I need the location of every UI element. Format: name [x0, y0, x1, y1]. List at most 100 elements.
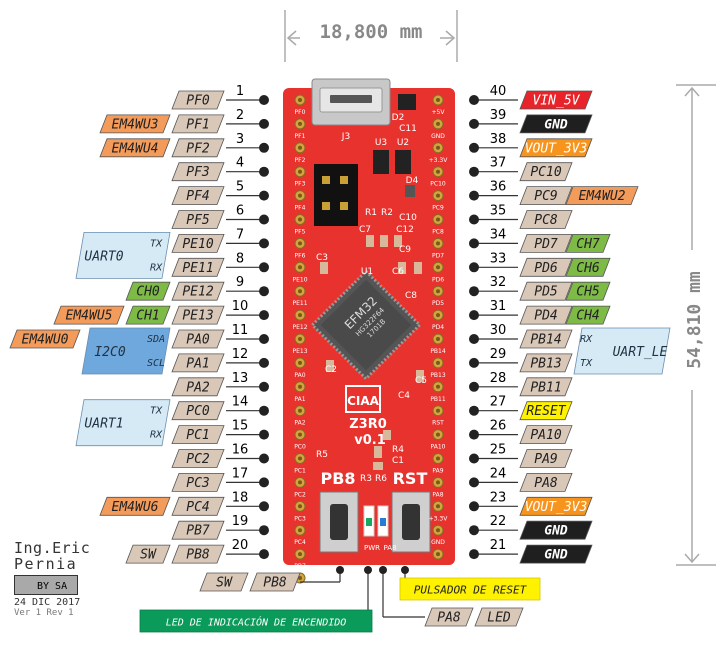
- pin-dot: [469, 405, 479, 416]
- pin-number: 1: [236, 84, 244, 99]
- silk-right-label: RST: [432, 420, 444, 427]
- pin-label: PD4: [519, 305, 573, 325]
- pin-dot: [469, 190, 479, 201]
- component-c12: C12: [396, 225, 414, 235]
- pin-label-text: VOUT_3V3: [525, 500, 588, 515]
- pin-label: PF3: [171, 162, 225, 182]
- pin-label: PC10: [519, 162, 573, 182]
- silk-right-label: PA10: [431, 444, 446, 451]
- pin-label: PC1: [171, 425, 225, 445]
- width-label: 18,800 mm: [320, 21, 423, 43]
- silk-left-label: PF6: [295, 252, 306, 259]
- author-credit: Ing.Eric Pernia BY SA 24 DIC 2017 Ver 1 …: [14, 540, 104, 618]
- uart1-group-name: UART1: [84, 417, 123, 432]
- pin-label: PB8: [171, 544, 225, 564]
- pin-dot: [469, 286, 479, 297]
- silk-left-label: PF2: [295, 157, 306, 164]
- silk-left-label: PE10: [292, 276, 307, 283]
- pin-number: 28: [490, 371, 507, 386]
- pin-number: 29: [490, 347, 507, 362]
- component-j3: J3: [341, 132, 350, 142]
- pin-dot: [259, 214, 269, 225]
- pin-label: PF5: [171, 210, 225, 229]
- pin-number: 22: [490, 514, 507, 529]
- pb8-button[interactable]: [319, 491, 359, 553]
- pin-label: GND: [519, 520, 593, 540]
- pin-number: 3: [236, 132, 244, 147]
- pin-dot: [259, 357, 269, 368]
- component-r6: R6: [375, 474, 387, 484]
- right-pin-22: 22 GND: [469, 514, 593, 540]
- channel-label-text: CH7: [576, 237, 600, 252]
- silk-left-label: PB7: [294, 563, 306, 570]
- pin-dot: [259, 286, 269, 297]
- pin-label-text: PB13: [530, 356, 561, 371]
- silk-right-label: GND: [431, 539, 445, 546]
- pin-label-text: PB14: [530, 333, 561, 348]
- pin-number: 25: [490, 443, 507, 458]
- pin-label-text: PD4: [534, 309, 557, 324]
- pin-number: 5: [236, 180, 244, 195]
- board-logo: CIAA: [347, 394, 380, 408]
- pin-number: 34: [490, 227, 507, 242]
- i2c0-group-sda: SDA: [147, 334, 165, 345]
- rst-button[interactable]: [391, 491, 431, 553]
- alt-function-label-text: EM4WU2: [579, 189, 626, 204]
- silk-left-label: PC1: [294, 468, 306, 475]
- component-r4: R4: [392, 445, 404, 455]
- pin-dot: [469, 549, 479, 560]
- pin-label: PA0: [171, 329, 225, 349]
- pin-label-text: PC10: [530, 165, 561, 180]
- pin-label-text: PA1: [186, 356, 209, 371]
- pin-dot: [259, 190, 269, 201]
- pin-label-text: PE10: [182, 237, 213, 252]
- pin-label-text: PB8: [186, 548, 210, 563]
- pin-dot: [469, 166, 479, 177]
- pin-number: 31: [490, 299, 507, 314]
- channel-label: CH1: [125, 305, 171, 325]
- silk-right-label: PB14: [430, 348, 446, 355]
- alt-function-label: SW: [125, 544, 171, 564]
- component-c11: C11: [399, 124, 417, 134]
- pin-label: PC2: [171, 449, 225, 468]
- credit-version: Ver 1 Rev 1: [14, 608, 74, 618]
- pin-label-text: PF1: [186, 117, 209, 132]
- pin-number: 17: [232, 466, 249, 481]
- pin-label: PF2: [171, 138, 225, 158]
- alt-function-label-text: EM4WU5: [66, 309, 113, 324]
- silk-right-label: PD5: [432, 300, 444, 307]
- pin-label-text: PC2: [186, 452, 210, 467]
- power-led-note-text: LED DE INDICACIÓN DE ENCENDIDO: [166, 616, 347, 629]
- power-led-note: LED DE INDICACIÓN DE ENCENDIDO: [139, 609, 373, 633]
- pin-label-text: PF2: [186, 141, 210, 156]
- board: EFM32 HG322F64 1701B CIAA Z3R0 v0.1 PB8 …: [283, 78, 455, 594]
- pin-label: VOUT_3V3: [519, 138, 593, 158]
- pin-label-text: PF4: [186, 189, 209, 204]
- pin-number: 7: [236, 227, 244, 242]
- pin-label-text: PA0: [186, 333, 210, 348]
- pin-number: 19: [232, 514, 249, 529]
- silk-left-label: PC0: [294, 444, 306, 451]
- alt-function-label: EM4WU6: [99, 496, 171, 516]
- pin-label-text: GND: [544, 117, 568, 132]
- pin-number: 23: [490, 490, 507, 505]
- channel-label: CH5: [565, 281, 611, 301]
- uart0-group-rx: RX: [150, 262, 163, 273]
- channel-label: CH4: [565, 305, 611, 325]
